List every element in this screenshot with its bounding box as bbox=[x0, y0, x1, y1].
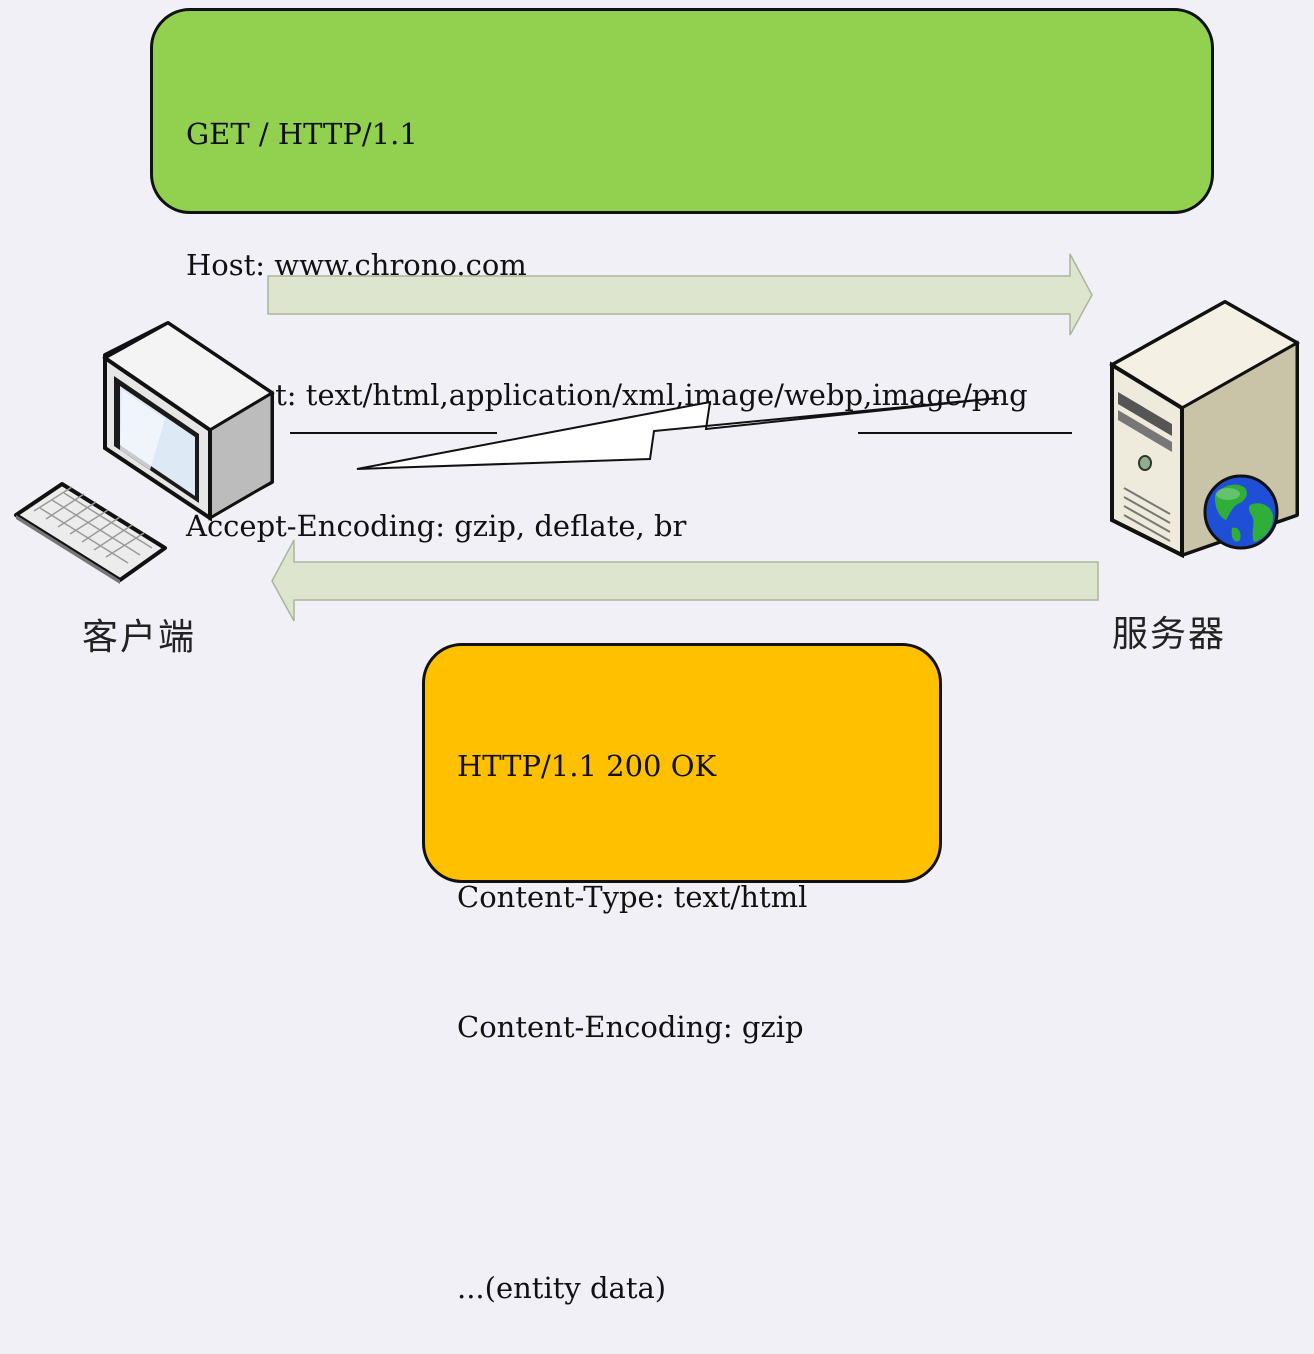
response-message-box: HTTP/1.1 200 OK Content-Type: text/html … bbox=[422, 643, 942, 1305]
request-message-box: GET / HTTP/1.1 Host: www.chrono.com Acce… bbox=[150, 8, 1214, 543]
request-arrow bbox=[267, 253, 1093, 336]
diagram-graphics bbox=[14, 253, 1301, 622]
server-icon bbox=[1109, 300, 1301, 559]
response-status-line: HTTP/1.1 200 OK bbox=[457, 749, 717, 783]
server-label: 服务器 bbox=[1112, 614, 1227, 655]
response-arrow bbox=[271, 539, 1099, 622]
request-line: GET / HTTP/1.1 bbox=[186, 117, 418, 151]
response-content-encoding-header: Content-Encoding: gzip bbox=[457, 1010, 804, 1044]
response-body: ...(entity data) bbox=[457, 1271, 667, 1305]
response-content-type-header: Content-Type: text/html bbox=[457, 879, 808, 914]
network-link-icon bbox=[290, 397, 1072, 470]
client-label: 客户端 bbox=[82, 617, 197, 658]
request-accept-encoding-header: Accept-Encoding: gzip, deflate, br bbox=[186, 508, 687, 543]
computer-icon bbox=[14, 321, 275, 584]
globe-icon bbox=[1203, 474, 1279, 550]
response-blank-line bbox=[457, 1137, 939, 1181]
